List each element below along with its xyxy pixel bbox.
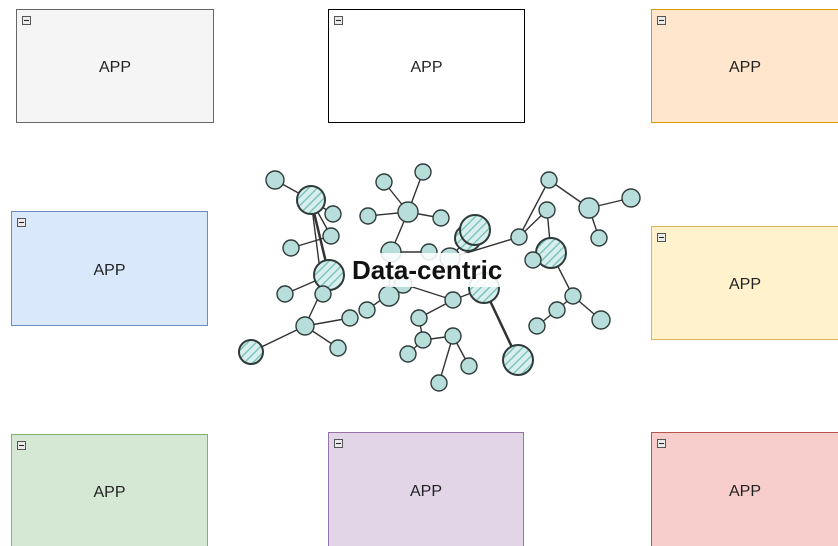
graph-node bbox=[432, 209, 450, 227]
app-label: APP bbox=[98, 59, 131, 77]
graph-node bbox=[502, 344, 534, 376]
graph-node bbox=[282, 239, 300, 257]
app-box-4[interactable]: APP bbox=[11, 211, 208, 326]
app-label: APP bbox=[728, 276, 761, 294]
graph-node bbox=[341, 309, 359, 327]
graph-node bbox=[295, 316, 315, 336]
graph-node bbox=[359, 207, 377, 225]
graph-node bbox=[399, 345, 417, 363]
app-box-8[interactable]: APP bbox=[651, 432, 838, 546]
graph-node bbox=[578, 197, 600, 219]
graph-node bbox=[444, 291, 462, 309]
collapse-icon[interactable] bbox=[334, 439, 343, 448]
graph-node bbox=[358, 301, 376, 319]
graph-node bbox=[375, 173, 393, 191]
graph-node bbox=[430, 374, 448, 392]
graph-node bbox=[296, 185, 326, 215]
graph-node bbox=[564, 287, 582, 305]
graph-node bbox=[540, 171, 558, 189]
graph-node bbox=[276, 285, 294, 303]
graph-node bbox=[510, 228, 528, 246]
app-label: APP bbox=[93, 261, 126, 279]
graph-node bbox=[238, 339, 264, 365]
graph-node bbox=[524, 251, 542, 269]
graph-node bbox=[313, 259, 345, 291]
app-box-5[interactable]: APP bbox=[651, 226, 838, 340]
graph-node bbox=[528, 317, 546, 335]
graph-node bbox=[410, 309, 428, 327]
collapse-icon[interactable] bbox=[17, 441, 26, 450]
graph-node bbox=[444, 327, 462, 345]
app-box-2[interactable]: APP bbox=[328, 9, 525, 123]
graph-node bbox=[621, 188, 641, 208]
graph-node bbox=[414, 331, 432, 349]
graph-node bbox=[324, 205, 342, 223]
graph-node bbox=[378, 285, 400, 307]
collapse-icon[interactable] bbox=[657, 439, 666, 448]
graph-node bbox=[397, 201, 419, 223]
app-label: APP bbox=[728, 482, 761, 500]
graph-node bbox=[265, 170, 285, 190]
graph-node bbox=[591, 310, 611, 330]
graph-node bbox=[548, 301, 566, 319]
app-label: APP bbox=[728, 59, 761, 77]
app-box-3[interactable]: APP bbox=[651, 9, 838, 123]
collapse-icon[interactable] bbox=[22, 16, 31, 25]
app-label: APP bbox=[93, 483, 126, 501]
app-label: APP bbox=[409, 482, 442, 500]
app-box-1[interactable]: APP bbox=[16, 9, 214, 123]
collapse-icon[interactable] bbox=[17, 218, 26, 227]
graph-node bbox=[414, 163, 432, 181]
graph-node bbox=[460, 357, 478, 375]
graph-node bbox=[459, 214, 491, 246]
app-box-7[interactable]: APP bbox=[328, 432, 524, 546]
graph-node bbox=[538, 201, 556, 219]
app-label: APP bbox=[410, 59, 443, 77]
graph-node bbox=[322, 227, 340, 245]
graph-node bbox=[590, 229, 608, 247]
graph-node bbox=[329, 339, 347, 357]
app-box-6[interactable]: APP bbox=[11, 434, 208, 546]
collapse-icon[interactable] bbox=[657, 233, 666, 242]
collapse-icon[interactable] bbox=[657, 16, 666, 25]
collapse-icon[interactable] bbox=[334, 16, 343, 25]
data-centric-title: Data-centric bbox=[348, 253, 507, 287]
graph-node bbox=[314, 285, 332, 303]
graph-edge bbox=[518, 179, 550, 238]
